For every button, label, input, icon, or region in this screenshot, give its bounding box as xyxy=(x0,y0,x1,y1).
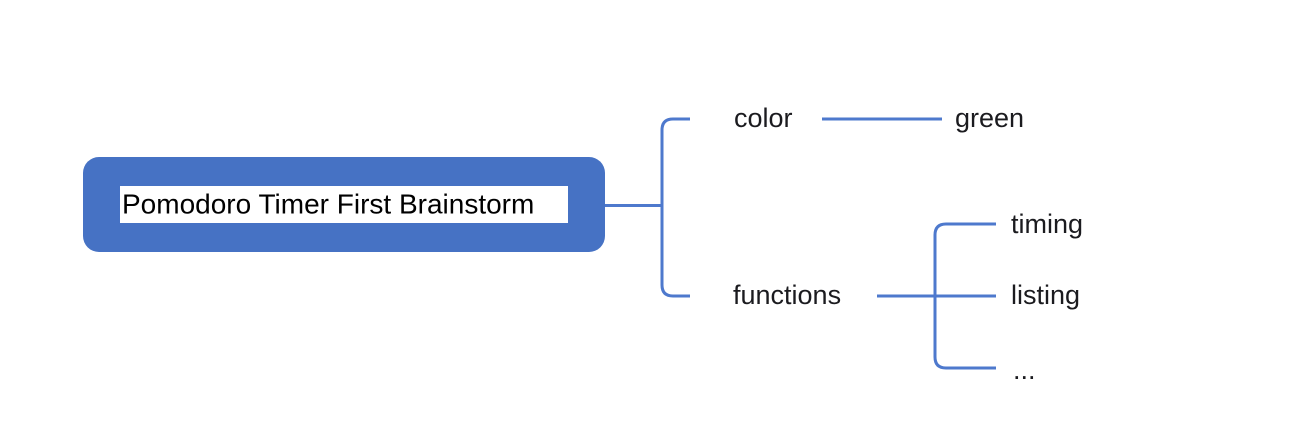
connector-group-root xyxy=(605,117,690,298)
connector-functions-bracket xyxy=(933,222,996,370)
node-label-functions[interactable]: functions xyxy=(733,280,841,310)
node-label-green[interactable]: green xyxy=(955,103,1024,133)
root-node-textbox[interactable] xyxy=(120,186,568,223)
node-label-timing[interactable]: timing xyxy=(1011,209,1083,239)
connector-group-functions xyxy=(877,222,996,370)
node-label-listing[interactable]: listing xyxy=(1011,280,1080,310)
connector-root-trunk xyxy=(660,117,690,298)
root-node[interactable]: Pomodoro Timer First Brainstorm xyxy=(83,157,605,252)
root-node-label: Pomodoro Timer First Brainstorm xyxy=(122,188,534,219)
node-label-color[interactable]: color xyxy=(734,103,793,133)
node-label-ellipsis[interactable]: ... xyxy=(1013,355,1036,385)
